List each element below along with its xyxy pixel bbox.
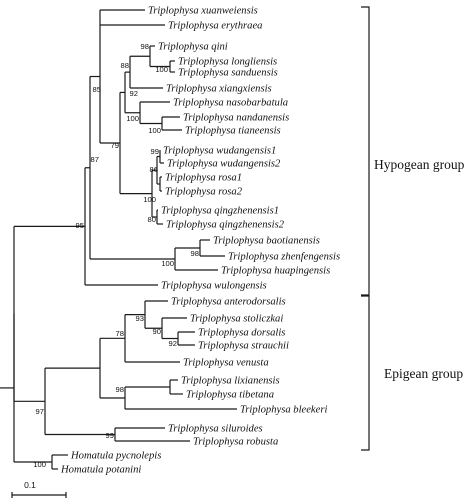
bootstrap-value: 100 — [155, 65, 168, 74]
taxon-label: Triplophysa zhenfengensis — [228, 252, 340, 263]
hypogean-group-label: Hypogean group — [374, 157, 465, 172]
bootstrap-value: 100 — [126, 114, 139, 123]
taxon-label: Triplophysa strauchii — [198, 341, 289, 352]
bootstrap-value: 85 — [93, 85, 101, 94]
bootstrap-value: 100 — [143, 195, 156, 204]
bootstrap-value: 99 — [151, 147, 159, 156]
bootstrap-value: 78 — [116, 329, 124, 338]
bootstrap-value: 86 — [150, 165, 158, 174]
taxon-label: Triplophysa lixianensis — [181, 376, 280, 387]
scale-bar — [11, 492, 67, 498]
hypogean-bracket — [361, 6, 370, 296]
taxon-label: Triplophysa qingzhenensis2 — [166, 220, 285, 231]
taxon-label: Homatula potanini — [60, 465, 141, 476]
taxon-label: Triplophysa robusta — [193, 437, 278, 448]
bootstrap-value: 100 — [161, 259, 174, 268]
taxon-label: Triplophysa rosa2 — [165, 187, 243, 198]
bootstrap-value: 100 — [33, 460, 46, 469]
bootstrap-value: 98 — [141, 42, 149, 51]
taxon-label: Triplophysa tianeensis — [185, 126, 281, 137]
bootstrap-values: 98 100 88 92 85 100 100 79 99 86 100 80 87 98 100 95 93 9… — [33, 42, 199, 469]
taxon-label: Triplophysa wudangensis2 — [167, 159, 281, 170]
bootstrap-value: 93 — [136, 314, 144, 323]
bootstrap-value: 88 — [121, 61, 129, 70]
taxon-label: Triplophysa rosa1 — [165, 173, 242, 184]
bootstrap-value: 97 — [36, 407, 44, 416]
taxon-label: Triplophysa baotianensis — [213, 236, 320, 247]
bootstrap-value: 80 — [148, 215, 156, 224]
taxon-label: Triplophysa dorsalis — [198, 328, 285, 339]
bootstrap-value: 95 — [76, 221, 84, 230]
tree-branches — [0, 9, 237, 470]
bootstrap-value: 99 — [106, 431, 114, 440]
taxon-label: Triplophysa anterodorsalis — [171, 297, 286, 308]
taxon-label: Triplophysa qingzhenensis1 — [161, 206, 279, 217]
bootstrap-value: 92 — [130, 89, 138, 98]
taxon-label: Triplophysa erythraea — [168, 21, 262, 32]
bootstrap-value: 92 — [169, 339, 177, 348]
taxon-label: Triplophysa sanduensis — [178, 68, 278, 79]
bootstrap-value: 100 — [148, 126, 161, 135]
scale-bar-label: 0.1 — [24, 480, 36, 490]
taxon-label: Homatula pycnolepis — [70, 451, 161, 462]
taxon-label: Triplophysa wudangensis1 — [163, 146, 276, 157]
taxon-label: Triplophysa venusta — [183, 358, 269, 369]
bootstrap-value: 87 — [91, 155, 99, 164]
epigean-group-label: Epigean group — [384, 366, 463, 381]
epigean-bracket — [361, 295, 370, 451]
bootstrap-value: 90 — [153, 327, 161, 336]
taxon-label: Triplophysa xiangxiensis — [166, 84, 272, 95]
taxon-label: Triplophysa longliensis — [178, 57, 277, 68]
taxon-label: Triplophysa stoliczkai — [190, 314, 283, 325]
taxon-label: Triplophysa tibetana — [186, 390, 274, 401]
bootstrap-value: 98 — [191, 249, 199, 258]
taxon-label: Triplophysa xuanweiensis — [148, 6, 258, 17]
taxon-label: Triplophysa bleekeri — [240, 405, 327, 416]
taxon-label: Triplophysa wulongensis — [161, 281, 267, 292]
taxon-label: Triplophysa nandanensis — [183, 113, 289, 124]
bootstrap-value: 79 — [111, 141, 119, 150]
bootstrap-value: 98 — [116, 385, 124, 394]
taxon-label: Triplophysa huapingensis — [221, 266, 330, 277]
taxon-label: Triplophysa qini — [158, 42, 228, 53]
taxon-label: Triplophysa siluroides — [168, 424, 263, 435]
taxon-label: Triplophysa nasobarbatula — [173, 98, 288, 109]
